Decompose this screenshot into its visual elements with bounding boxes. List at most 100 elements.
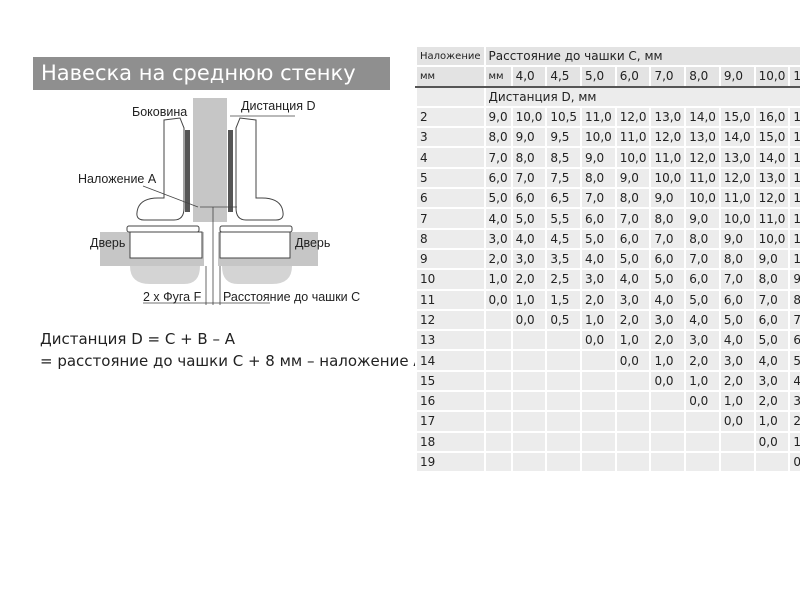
- distance-cell: [580, 450, 617, 474]
- table-row: 47,08,08,59,010,011,012,013,014,015,0: [415, 146, 800, 169]
- column-header: 4,5: [545, 65, 583, 88]
- distance-cell: 7,0: [753, 288, 791, 311]
- label-gap-f: 2 x Фуга F: [143, 290, 202, 304]
- distance-cell: [580, 369, 617, 393]
- distance-cell: 5,0: [483, 187, 513, 210]
- label-door-right: Дверь: [295, 236, 330, 250]
- table-row: 150,01,02,03,04,0: [415, 369, 800, 393]
- column-header: 7,0: [649, 65, 687, 88]
- cup-distance-header: Расстояние до чашки C, мм: [483, 44, 800, 68]
- distance-cell: [483, 410, 513, 433]
- distance-cell: 8,0: [483, 126, 513, 149]
- table-row: 29,010,010,511,012,013,014,015,016,017,0: [415, 105, 800, 129]
- distance-cell: 5,0: [614, 247, 652, 271]
- overlay-value: 12: [415, 308, 486, 332]
- distance-cell: 11,0: [753, 207, 791, 230]
- label-distance-d: Дистанция D: [241, 99, 316, 113]
- distance-cell: 9,5: [545, 126, 583, 149]
- distance-cell: 3,0: [788, 390, 800, 413]
- distance-cell: 2,5: [545, 268, 583, 291]
- distance-cell: 7,0: [649, 227, 687, 250]
- distance-cell: [510, 430, 548, 453]
- distance-cell: 2,0: [649, 329, 687, 352]
- distance-cell: [483, 329, 513, 352]
- distance-cell: 12,0: [684, 146, 721, 169]
- distance-cell: 11,0: [649, 146, 687, 169]
- table-row: 56,07,07,58,09,010,011,012,013,014,0: [415, 166, 800, 190]
- distance-cell: [684, 450, 721, 474]
- distance-cell: [545, 390, 583, 413]
- distance-cell: 0,0: [510, 308, 548, 332]
- distance-cell: 6,0: [684, 268, 721, 291]
- distance-cell: 0,0: [788, 450, 800, 474]
- distance-cell: 8,0: [649, 207, 687, 230]
- distance-cell: [614, 369, 652, 393]
- distance-cell: [510, 390, 548, 413]
- distance-cell: 4,0: [753, 349, 791, 372]
- distance-cell: 4,0: [580, 247, 617, 271]
- distance-cell: [483, 349, 513, 372]
- distance-cell: 6,5: [545, 187, 583, 210]
- distance-cell: 2,0: [614, 308, 652, 332]
- distance-cell: 16,0: [788, 126, 800, 149]
- distance-cell: [510, 349, 548, 372]
- distance-cell: 0,0: [649, 369, 687, 393]
- distance-cell: 9,0: [718, 227, 756, 250]
- distance-cell: [580, 430, 617, 453]
- distance-cell: 12,0: [718, 166, 756, 190]
- distance-cell: 15,0: [788, 146, 800, 169]
- distance-cell: 3,0: [753, 369, 791, 393]
- distance-cell: [483, 430, 513, 453]
- distance-cell: 17,0: [788, 105, 800, 129]
- distance-cell: 6,0: [580, 207, 617, 230]
- distance-cell: 4,0: [483, 207, 513, 230]
- overlay-value: 5: [415, 166, 486, 190]
- overlay-header: Наложение: [415, 44, 486, 68]
- distance-cell: [545, 349, 583, 372]
- table-row: 101,02,02,53,04,05,06,07,08,09,0: [415, 268, 800, 291]
- column-header: 11,0: [788, 65, 800, 88]
- distance-cell: 15,0: [753, 126, 791, 149]
- distance-cell: 11,0: [580, 105, 617, 129]
- distance-cell: 2,0: [718, 369, 756, 393]
- distance-cell: 7,0: [788, 308, 800, 332]
- label-door-left: Дверь: [90, 236, 125, 250]
- distance-cell: 8,0: [718, 247, 756, 271]
- overlay-value: 11: [415, 288, 486, 311]
- distance-cell: 3,0: [483, 227, 513, 250]
- distance-cell: 7,0: [614, 207, 652, 230]
- distance-cell: 1,5: [545, 288, 583, 311]
- column-header: 10,0: [753, 65, 791, 88]
- distance-cell: 3,0: [649, 308, 687, 332]
- distance-cell: 2,0: [510, 268, 548, 291]
- overlay-value: 17: [415, 410, 486, 433]
- distance-cell: 15,0: [718, 105, 756, 129]
- distance-cell: 2,0: [684, 349, 721, 372]
- distance-cell: 13,0: [649, 105, 687, 129]
- distance-cell: 2,0: [580, 288, 617, 311]
- distance-cell: 13,0: [718, 146, 756, 169]
- distance-cell: 12,0: [649, 126, 687, 149]
- distance-cell: 7,0: [510, 166, 548, 190]
- distance-cell: 4,0: [510, 227, 548, 250]
- distance-cell: 10,0: [684, 187, 721, 210]
- column-header: 6,0: [614, 65, 652, 88]
- distance-cell: 14,0: [684, 105, 721, 129]
- distance-cell: 9,0: [614, 166, 652, 190]
- distance-cell: 5,0: [788, 349, 800, 372]
- overlay-value: 10: [415, 268, 486, 291]
- distance-cell: [545, 410, 583, 433]
- distance-header: Дистанция D, мм: [483, 85, 800, 108]
- distance-cell: 12,0: [614, 105, 652, 129]
- distance-cell: 1,0: [510, 288, 548, 311]
- distance-cell: [483, 450, 513, 474]
- overlay-value: 16: [415, 390, 486, 413]
- distance-cell: 3,5: [545, 247, 583, 271]
- table-row: 38,09,09,510,011,012,013,014,015,016,0: [415, 126, 800, 149]
- distance-cell: [483, 308, 513, 332]
- overlay-value: 8: [415, 227, 486, 250]
- distance-cell: 1,0: [483, 268, 513, 291]
- distance-cell: 10,0: [649, 166, 687, 190]
- label-side: Боковина: [132, 105, 187, 119]
- distance-cell: 10,0: [614, 146, 652, 169]
